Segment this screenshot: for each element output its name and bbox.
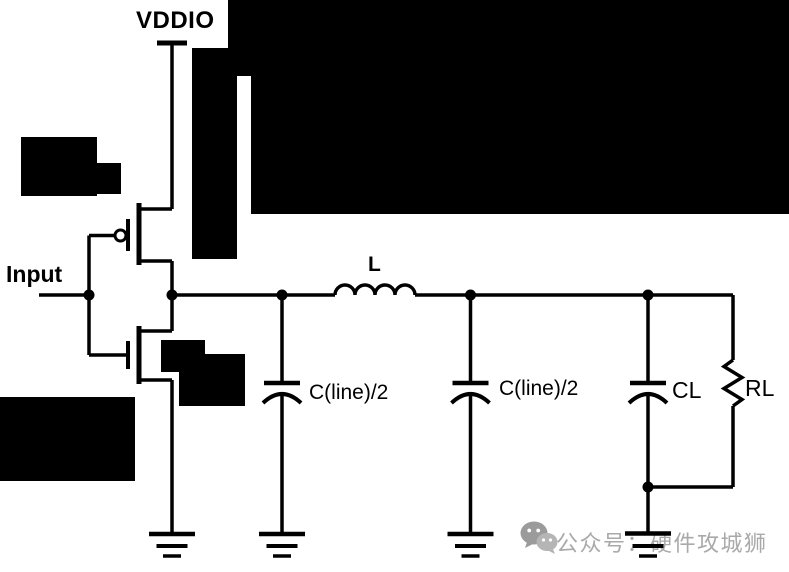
nmos-transistor [89,295,174,534]
redaction-boxes [0,0,789,481]
pmos-gate-bubble [113,228,128,243]
wechat-icon [520,521,558,554]
capacitor-cl [627,295,669,533]
redaction-box-7 [179,354,245,406]
input-wire [39,235,91,355]
capacitor-cline-right [450,295,491,534]
ground-symbol-load [625,531,671,558]
res-load-label: RL [745,375,775,401]
pmos-transistor [89,203,174,295]
power-rail [157,40,187,209]
vddio-label: VDDIO [136,7,215,34]
cap-line-left-label: C(line)/2 [309,381,389,404]
input-label: Input [6,261,63,287]
redaction-box-3 [192,48,237,259]
capacitor-cline-left [261,295,303,534]
inductor-label: L [368,253,381,276]
redaction-box-2 [251,0,789,214]
resistor-rl [648,295,746,489]
cap-line-right-label: C(line)/2 [499,377,579,400]
ground-symbol-cline-right [447,531,494,558]
redaction-box-4 [21,137,97,196]
cap-load-label: CL [672,377,702,403]
ground-symbol-cline-left [259,531,305,558]
junction-dots [83,289,654,493]
ground-symbol-inverter [149,531,195,558]
redaction-box-8 [0,397,135,481]
redaction-box-5 [96,163,121,194]
inductor-symbol [333,283,417,296]
